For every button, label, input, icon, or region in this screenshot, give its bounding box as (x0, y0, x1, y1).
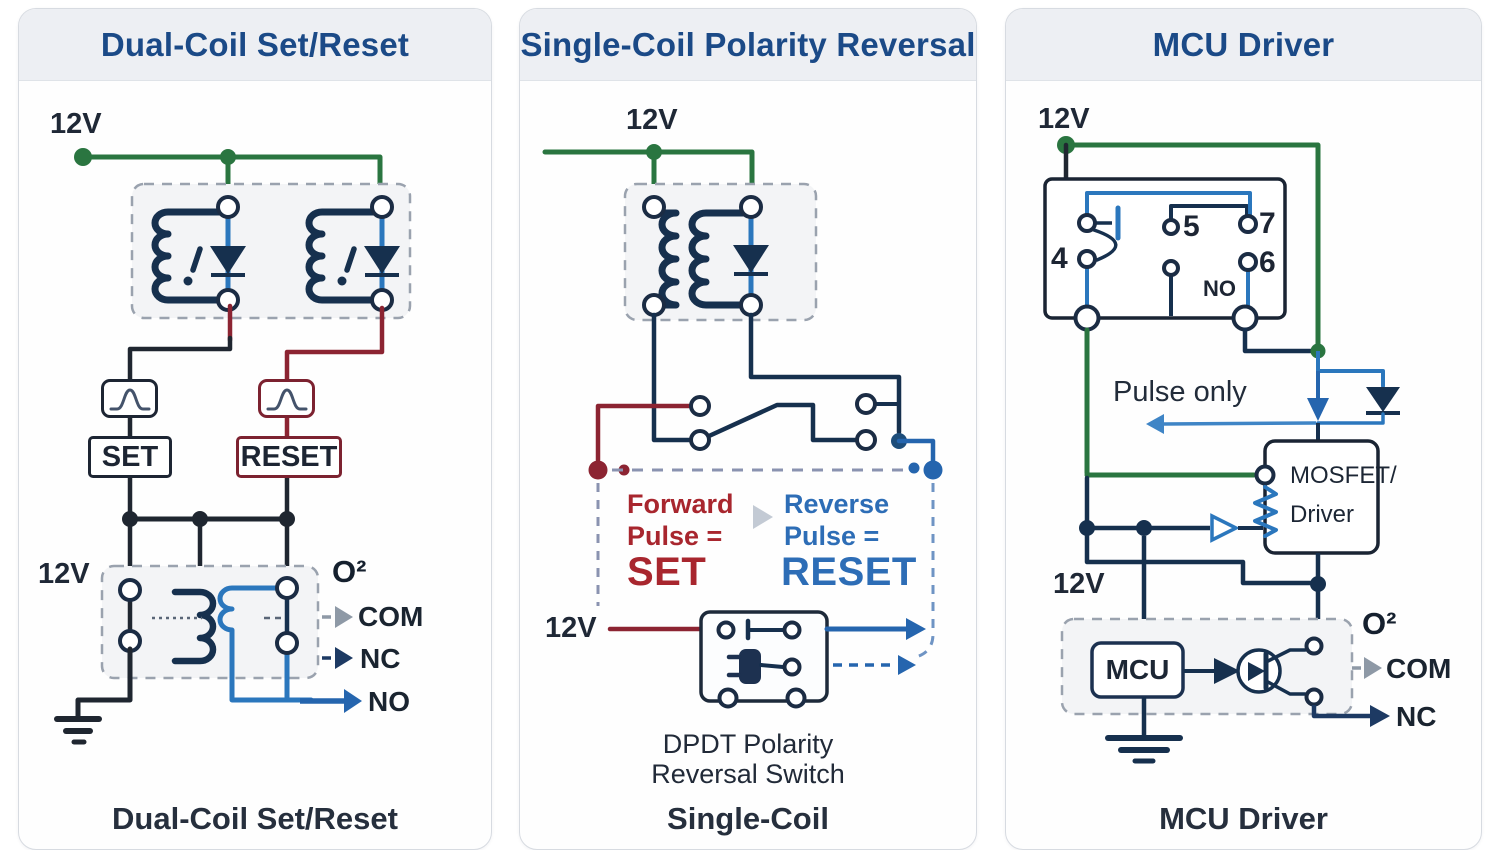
dpdt-caption-line2: Reversal Switch (651, 759, 845, 789)
panel-single-coil: Single-Coil Polarity Reversal DPDT Polar… (519, 8, 977, 850)
dpdt-caption-line1: DPDT Polarity (662, 729, 834, 759)
supply-label-12v: 12V (626, 104, 678, 136)
pulse-waveform-icon (266, 387, 307, 410)
output-group-label: O² (332, 554, 367, 589)
panel-single-coil-caption: Single-Coil (667, 801, 829, 836)
relay-pin-6: 6 (1259, 246, 1276, 279)
forward-pulse-line2: Pulse = (627, 521, 723, 551)
switch-supply-label-12v: 12V (545, 612, 597, 644)
reverse-pulse-line2: Pulse = (784, 521, 880, 551)
panel-single-coil-title: Single-Coil Polarity Reversal (520, 25, 976, 63)
nc-label: NC (1396, 701, 1437, 732)
relay-pin-5: 5 (1183, 210, 1200, 243)
mosfet-label-line1: MOSFET/ (1290, 462, 1397, 489)
panel-mcu-driver-title: MCU Driver (1152, 25, 1335, 63)
com-label: COM (1386, 653, 1452, 684)
reverse-reset-label: RESET (781, 550, 917, 594)
set-pulse-icon (101, 379, 158, 418)
forward-set-label: SET (627, 550, 707, 594)
relay-no-label: NO (1203, 276, 1236, 301)
coil-supply-label-12v: 12V (38, 558, 90, 590)
output-group-label: O² (1362, 606, 1397, 641)
panel-dual-coil-title: Dual-Coil Set/Reset (100, 25, 410, 63)
forward-pulse-line1: Forward (627, 489, 734, 519)
panel-dual-coil-caption: Dual-Coil Set/Reset (112, 801, 398, 836)
supply-label-12v: 12V (1038, 103, 1090, 135)
mid-supply-label-12v: 12V (1053, 568, 1105, 600)
relay-pin-4: 4 (1051, 242, 1068, 275)
panel-dual-coil-header: Dual-Coil Set/Reset (19, 9, 491, 81)
mosfet-label-line2: Driver (1290, 501, 1354, 528)
pulse-only-note: Pulse only (1113, 376, 1247, 408)
reset-label: RESET (240, 440, 338, 473)
supply-label-12v: 12V (50, 108, 102, 140)
com-label: COM (358, 601, 424, 632)
panel-single-coil-header: Single-Coil Polarity Reversal (520, 9, 976, 81)
reset-pulse-icon (258, 379, 315, 418)
reset-terminal-box: RESET (236, 436, 342, 478)
panel-mcu-driver-caption: MCU Driver (1159, 801, 1328, 836)
reverse-pulse-line1: Reverse (784, 489, 890, 519)
no-label: NO (368, 686, 410, 717)
pulse-waveform-icon (109, 387, 150, 410)
relay-pin-7: 7 (1259, 207, 1276, 240)
set-terminal-box: SET (88, 436, 172, 478)
nc-label: NC (360, 643, 401, 674)
mcu-label: MCU (1105, 654, 1170, 685)
set-label: SET (101, 440, 159, 473)
panel-mcu-driver-header: MCU Driver (1006, 9, 1481, 81)
